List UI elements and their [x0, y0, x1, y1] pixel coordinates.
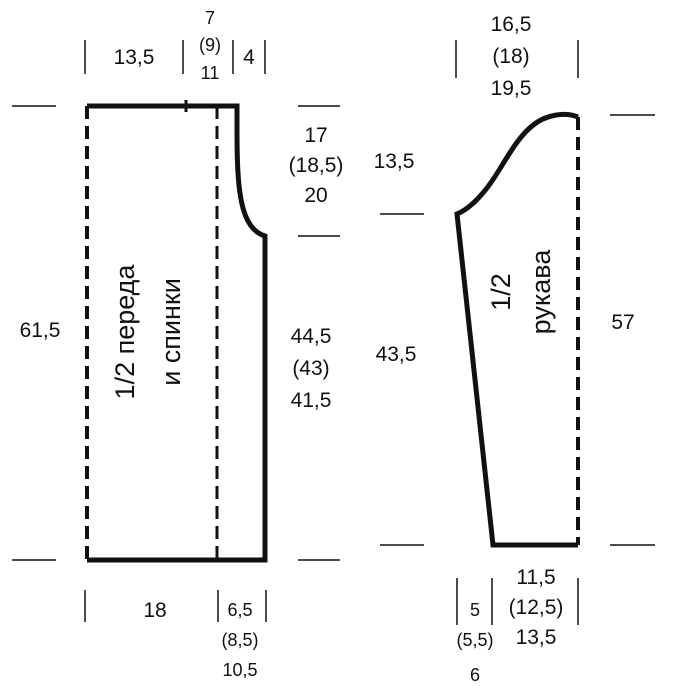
body-label-line-1: 1/2 переда [110, 264, 140, 400]
sleeve-label-line-2: рукава [526, 249, 556, 335]
body-label: 1/2 переда и спинки [110, 264, 186, 400]
sleeve-cuff-2: (12,5) [509, 596, 564, 619]
body-extra-3: 10,5 [222, 660, 257, 680]
body-bottom-width: 18 [143, 599, 166, 622]
sleeve-label-line-1: 1/2 [486, 273, 516, 311]
sleeve-small-2: (5,5) [456, 630, 493, 650]
sleeve-guide-lines [380, 114, 655, 546]
body-guide-lines [12, 105, 340, 561]
body-top-width: 13,5 [114, 46, 155, 69]
sleeve-label: 1/2 рукава [486, 249, 556, 335]
sleeve-cuff-1: 11,5 [516, 566, 555, 589]
sleeve-top-ticks [455, 40, 579, 78]
sleeve-total-height: 57 [611, 311, 634, 334]
sleeve-cap-height: 13,5 [374, 150, 415, 173]
body-neck-value-3: 11 [201, 63, 220, 83]
body-top-ticks [84, 40, 266, 74]
sleeve-top-3: 19,5 [491, 77, 532, 100]
sleeve-piece [454, 111, 580, 548]
body-height: 61,5 [20, 319, 61, 342]
body-side-2: (43) [292, 357, 329, 380]
body-bottom-ticks [84, 590, 267, 622]
body-neck-value-2: (9) [199, 35, 221, 55]
body-piece [85, 100, 268, 563]
body-label-line-2: и спинки [156, 278, 186, 386]
sleeve-lower-height: 43,5 [376, 343, 417, 366]
body-extra-1: 6,5 [227, 600, 252, 620]
sleeve-bottom-ticks [456, 578, 579, 625]
body-extra-2: (8,5) [221, 630, 258, 650]
body-armhole-3: 20 [304, 184, 327, 207]
sleeve-small-3: 6 [470, 665, 480, 685]
sleeve-top-1: 16,5 [491, 13, 532, 36]
sleeve-outline [454, 111, 579, 548]
sleeve-small-1: 5 [470, 600, 480, 620]
sleeve-top-2: (18) [492, 45, 529, 68]
body-armhole-2: (18,5) [289, 154, 344, 177]
body-neck-value-1: 7 [205, 8, 215, 28]
body-shoulder: 4 [243, 46, 255, 69]
body-outline [87, 103, 268, 563]
body-side-1: 44,5 [291, 325, 332, 348]
body-armhole-1: 17 [304, 124, 327, 147]
body-side-3: 41,5 [291, 389, 332, 412]
sleeve-cuff-3: 13,5 [516, 626, 557, 649]
